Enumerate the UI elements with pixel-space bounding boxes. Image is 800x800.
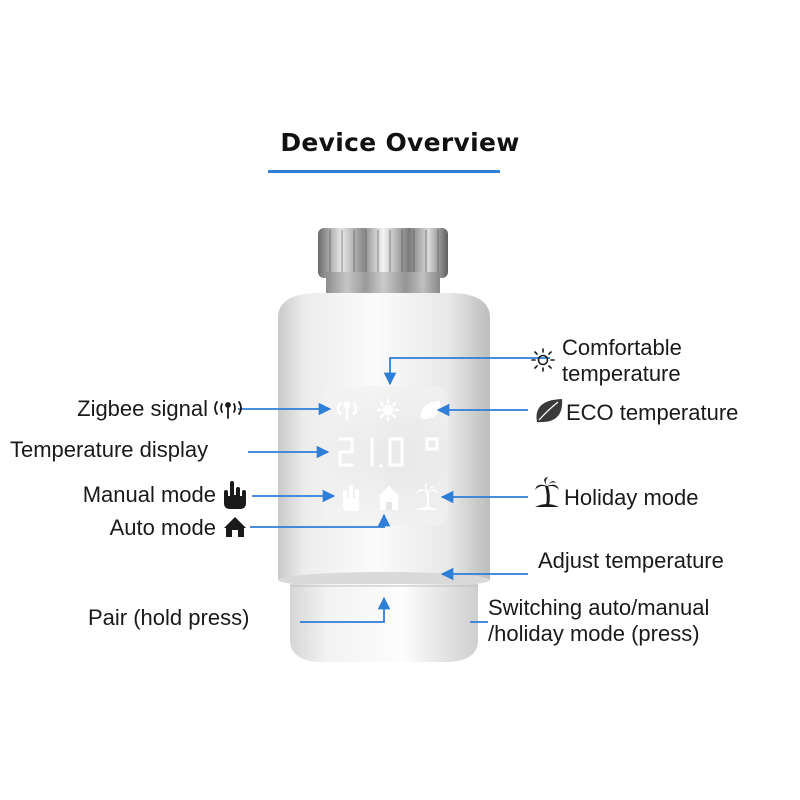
label-adjust: Adjust temperature bbox=[538, 548, 724, 573]
display-panel bbox=[322, 386, 448, 526]
label-eco: ECO temperature bbox=[566, 400, 739, 425]
house-icon bbox=[224, 517, 246, 537]
label-pair: Pair (hold press) bbox=[88, 605, 250, 630]
leaf-icon bbox=[536, 399, 563, 423]
label-switch-line1: Switching auto/manual bbox=[488, 595, 710, 620]
label-switch-line2: /holiday mode (press) bbox=[488, 621, 700, 646]
led-temperature-digits bbox=[338, 437, 439, 468]
metal-nut bbox=[318, 228, 448, 300]
led-house-icon bbox=[378, 486, 400, 510]
arrow-pair bbox=[300, 596, 391, 623]
arrow-comfortable bbox=[383, 357, 550, 386]
label-auto: Auto mode bbox=[109, 515, 216, 540]
title-underline bbox=[268, 170, 500, 173]
label-manual: Manual mode bbox=[82, 482, 216, 507]
label-holiday: Holiday mode bbox=[564, 485, 699, 510]
adjust-ring bbox=[290, 584, 478, 662]
led-zigbee-icon bbox=[336, 401, 358, 422]
label-zigbee: Zigbee signal bbox=[77, 396, 208, 421]
callout-arrows bbox=[238, 357, 550, 623]
sun-icon bbox=[531, 348, 555, 372]
led-palm-icon bbox=[416, 483, 438, 510]
label-temperature-display: Temperature display bbox=[10, 437, 209, 462]
led-hand-icon bbox=[343, 485, 359, 511]
hand-icon bbox=[224, 481, 246, 509]
label-comfortable-line1: Comfortable bbox=[562, 335, 682, 360]
palm-tree-icon bbox=[535, 477, 559, 507]
label-comfortable-line2: temperature bbox=[562, 361, 681, 386]
led-leaf-icon bbox=[420, 401, 441, 420]
arrow-auto bbox=[250, 513, 391, 528]
led-sun-icon bbox=[376, 398, 400, 422]
page-title: Device Overview bbox=[280, 128, 520, 157]
zigbee-signal-icon bbox=[214, 401, 242, 419]
